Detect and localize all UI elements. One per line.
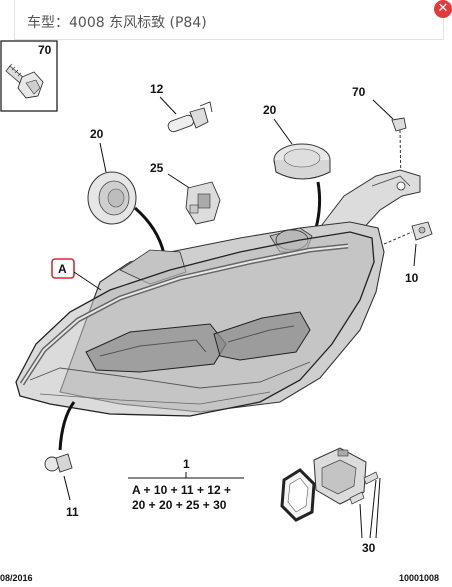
model-title: 车型：4008 东风标致 (P84): [27, 15, 207, 31]
callout-10: 10: [405, 271, 419, 285]
part-20-left-cap[interactable]: 20: [87, 127, 166, 255]
callout-20-right: 20: [263, 103, 277, 117]
bulb-12-icon: [167, 101, 213, 133]
dust-cap-right-icon: [273, 143, 331, 180]
screw-10-icon: [383, 221, 433, 245]
formula-line2: 20 + 20 + 25 + 30: [132, 498, 227, 512]
callout-11: 11: [66, 505, 79, 519]
callout-30: 30: [362, 541, 376, 555]
ballast-module-icon: [313, 447, 367, 505]
assembly-formula: 1 A + 10 + 11 + 12 + 20 + 20 + 25 + 30: [128, 457, 244, 512]
callout-A: A: [58, 262, 67, 276]
callout-70-box: 70: [38, 43, 52, 57]
callout-12: 12: [150, 82, 164, 96]
part-10-screw[interactable]: 10: [383, 221, 433, 285]
footer-code: 10001008: [399, 573, 440, 583]
gasket-icon: [280, 468, 316, 522]
close-icon[interactable]: ✕: [434, 0, 452, 18]
part-20-right-cap[interactable]: 20: [263, 103, 331, 229]
screws-30-icon: [349, 471, 379, 505]
part-70-box[interactable]: 70: [0, 40, 58, 112]
part-11-bulb[interactable]: 11: [44, 401, 79, 519]
headlamp-housing[interactable]: [15, 169, 421, 417]
socket-25-icon: [185, 181, 221, 225]
dust-cap-icon: [87, 171, 137, 225]
callout-25: 25: [150, 161, 164, 175]
footer-date: 08/2016: [0, 573, 33, 583]
model-header: 车型：4008 东风标致 (P84): [14, 0, 444, 40]
callout-70-right: 70: [352, 85, 366, 99]
bolt-icon: [5, 63, 44, 99]
formula-line1: A + 10 + 11 + 12 +: [132, 483, 231, 497]
bulb-11-icon: [44, 453, 73, 473]
callout-20-left: 20: [90, 127, 104, 141]
part-30-module[interactable]: 30: [280, 447, 381, 555]
callout-1: 1: [183, 457, 190, 471]
part-A-label[interactable]: A: [51, 258, 102, 291]
part-25-socket[interactable]: 25: [150, 161, 221, 225]
part-12-bulb[interactable]: 12: [150, 82, 213, 133]
